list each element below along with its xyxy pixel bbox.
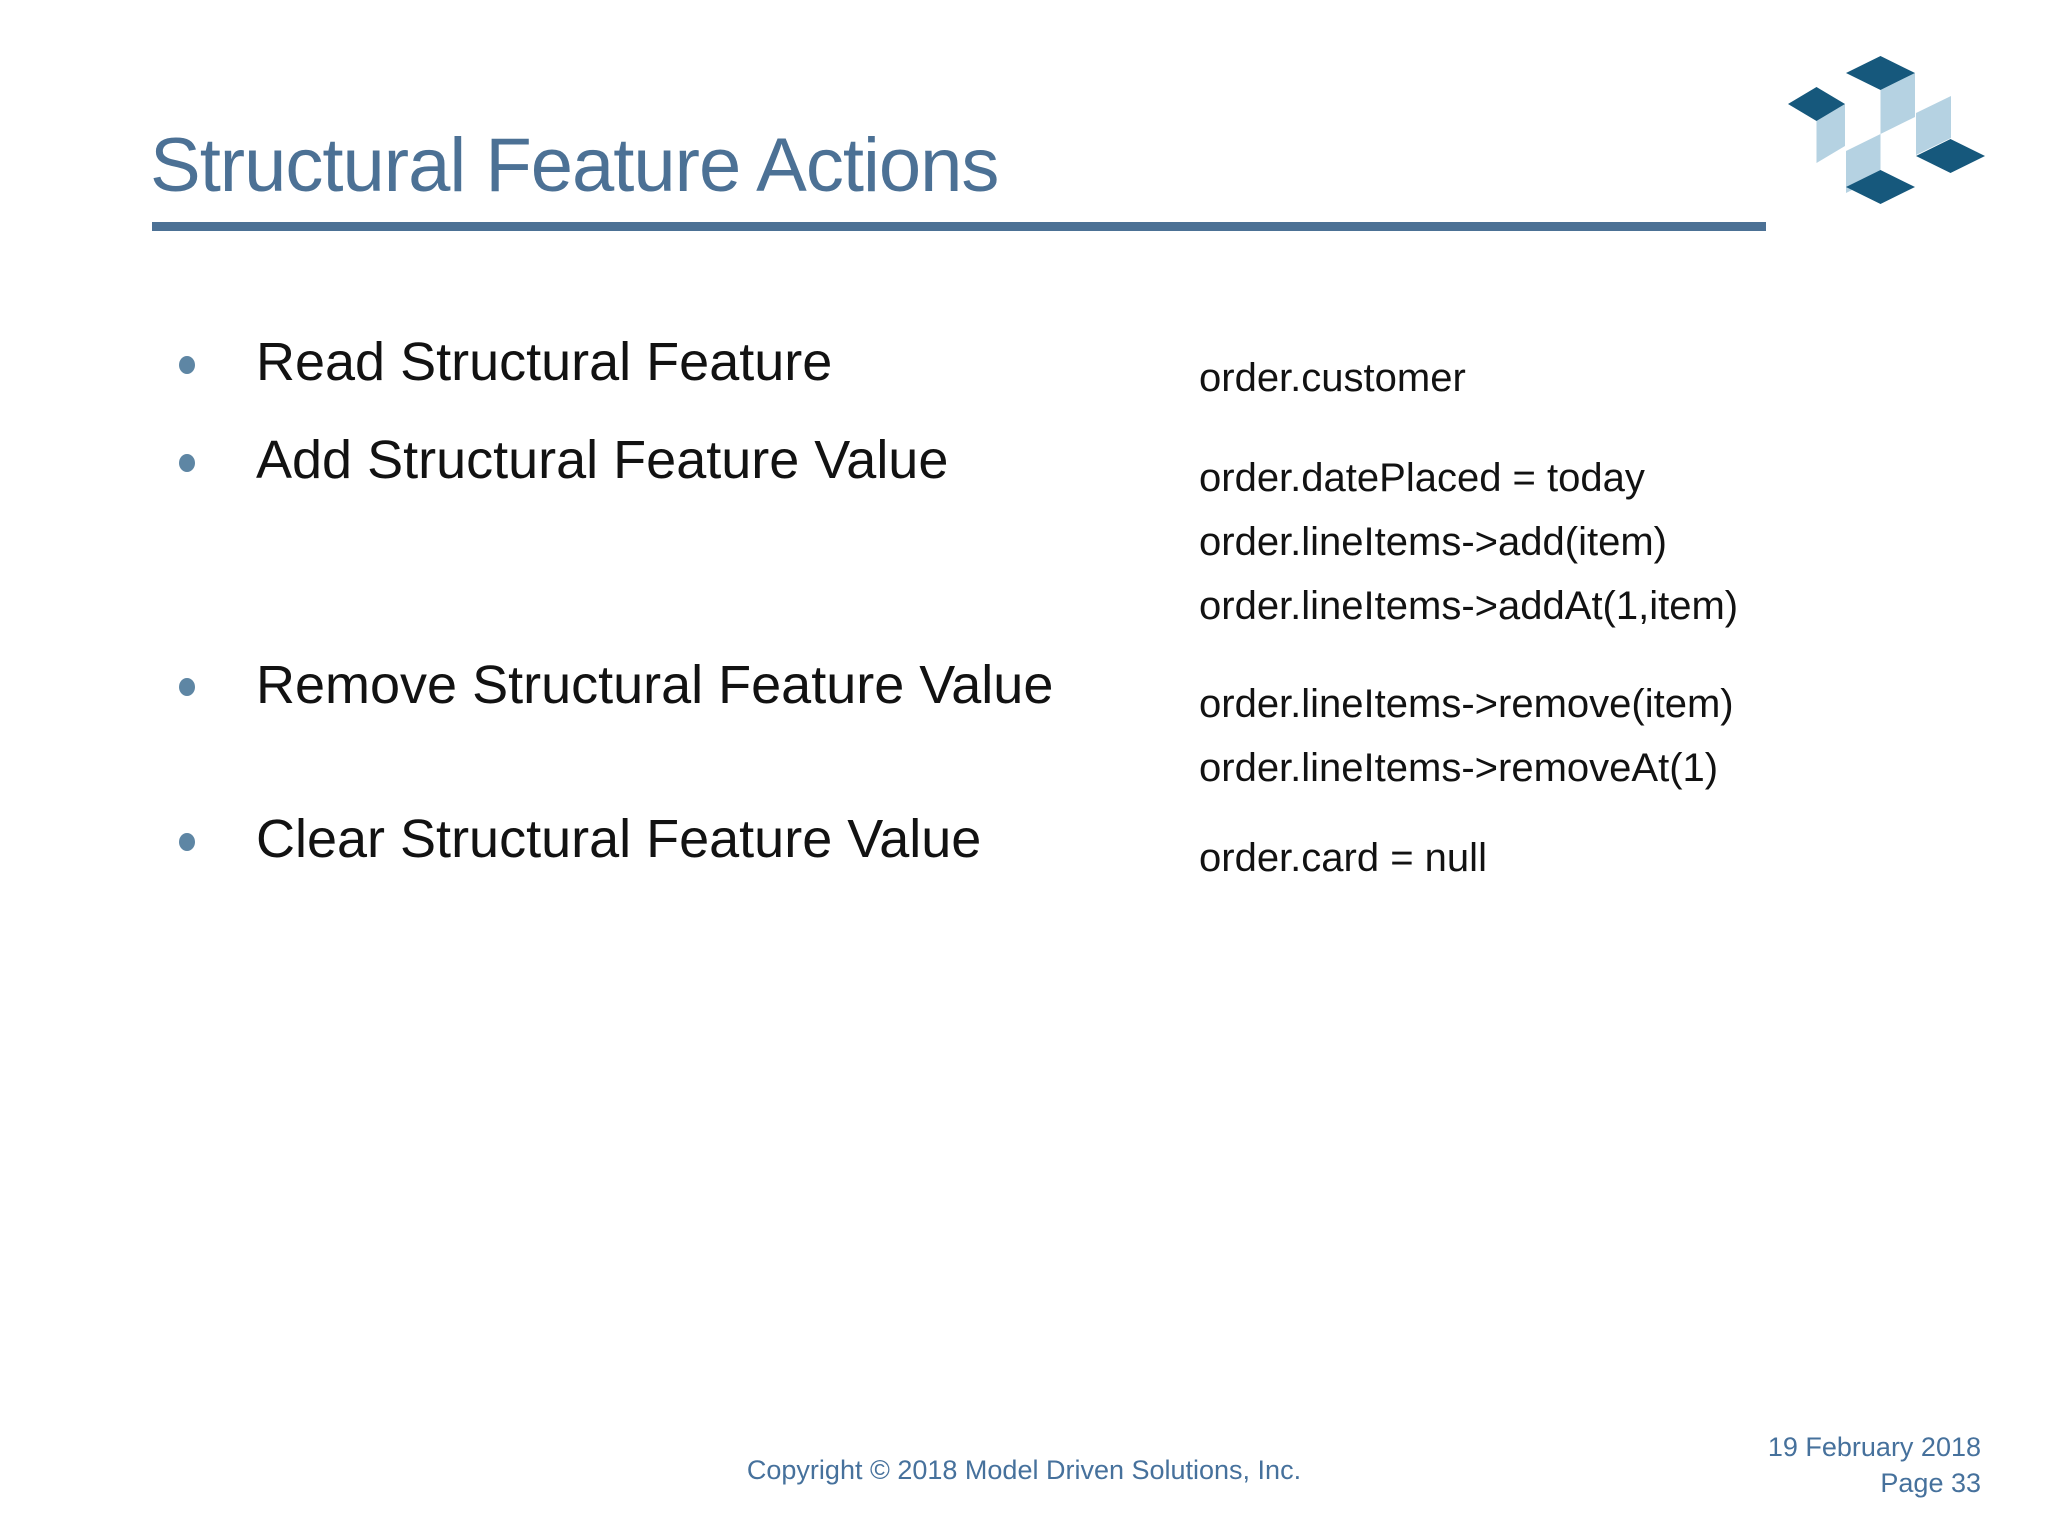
bullet-icon: [179, 356, 195, 374]
bullet-item-clear: Clear Structural Feature Value: [256, 809, 982, 869]
model-driven-solutions-logo: [1788, 56, 1985, 204]
code-example-add-item: order.lineItems->add(item): [1199, 520, 1667, 564]
code-example-read-customer: order.customer: [1199, 356, 1466, 400]
title-underline: [152, 222, 1766, 231]
footer-page-number: Page 33: [1880, 1468, 1981, 1498]
code-example-remove-item: order.lineItems->remove(item): [1199, 682, 1734, 726]
bullet-item-remove: Remove Structural Feature Value: [256, 655, 1054, 715]
bullet-icon: [179, 678, 195, 696]
bullet-item-add: Add Structural Feature Value: [256, 430, 949, 490]
bullet-icon: [179, 454, 195, 472]
footer-date: 19 February 2018: [1767, 1432, 1981, 1462]
bullet-icon: [179, 833, 195, 851]
footer-copyright: Copyright © 2018 Model Driven Solutions,…: [746, 1455, 1302, 1485]
slide-title: Structural Feature Actions: [150, 123, 999, 208]
code-example-removeat: order.lineItems->removeAt(1): [1199, 746, 1719, 790]
code-example-card-null: order.card = null: [1199, 836, 1487, 880]
code-example-addat-item: order.lineItems->addAt(1,item): [1199, 584, 1739, 628]
code-example-dateplaced: order.datePlaced = today: [1199, 456, 1645, 500]
footer-date-page: 19 February 2018 Page 33: [1768, 1429, 1981, 1501]
bullet-item-read: Read Structural Feature: [256, 332, 833, 392]
